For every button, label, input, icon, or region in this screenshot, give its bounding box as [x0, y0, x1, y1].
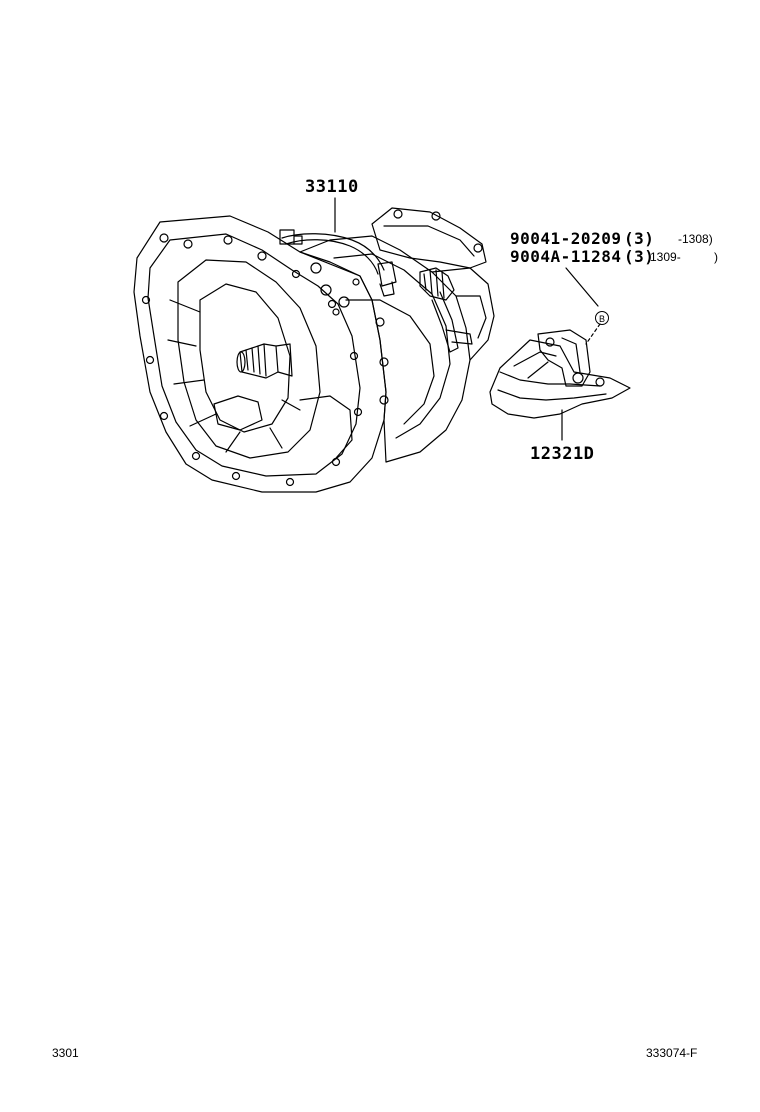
bolt-a-qty: (3) [624, 229, 655, 248]
bracket-base [489, 339, 631, 419]
wire-harness [281, 233, 385, 271]
part-label-33110[interactable]: 33110 [305, 177, 359, 197]
case-bolts [310, 262, 389, 405]
bell-housing-flange [147, 233, 361, 477]
figure-code: 333074-F [646, 1046, 698, 1060]
part-label-12321D[interactable]: 12321D [530, 444, 595, 464]
extension-housing [431, 267, 495, 361]
main-case [299, 235, 471, 463]
shift-boot [419, 267, 455, 301]
part-label-9004A-11284[interactable]: 9004A-11284 [510, 247, 622, 266]
bell-housing-outline [133, 215, 387, 493]
bolt-b-qty: (3) [624, 247, 655, 266]
page-code: 3301 [52, 1046, 79, 1060]
shift-cover [371, 207, 487, 269]
bracket-upright [537, 329, 591, 387]
mount-bracket-drawing [489, 329, 631, 419]
part-label-90041-20209[interactable]: 90041-20209 [510, 229, 622, 248]
leader-bolts [565, 267, 599, 307]
transmission-drawing [133, 207, 495, 493]
bolt-b-range-close: ) [714, 250, 718, 264]
bolt-a-range: -1308) [678, 232, 713, 246]
callout-letter-b: B [599, 314, 605, 324]
callout-circle-b [595, 311, 609, 325]
bolt-b-range: 1309- [650, 250, 681, 264]
